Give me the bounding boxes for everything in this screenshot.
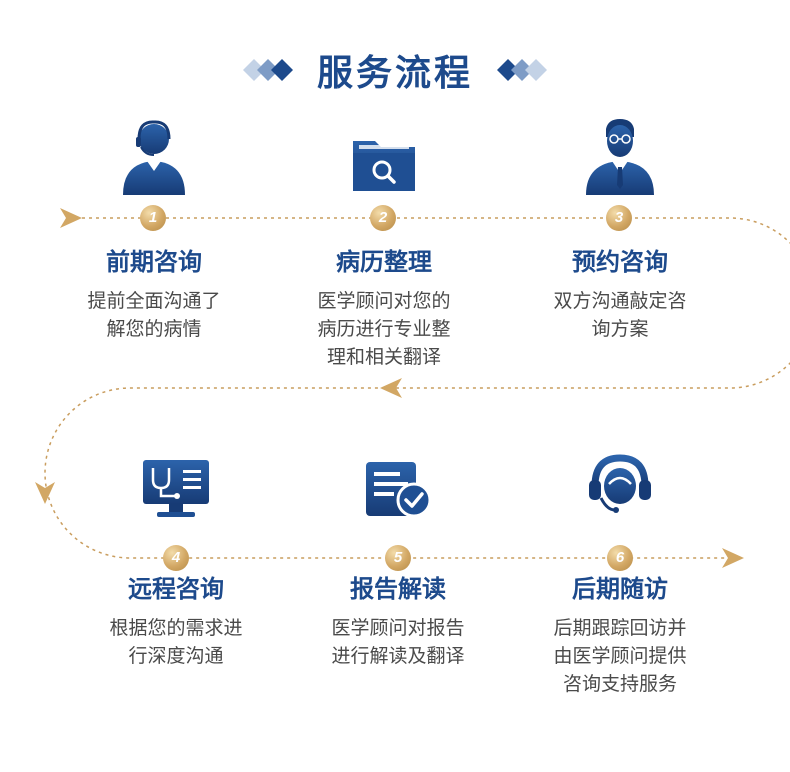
step-title: 后期随访	[572, 575, 668, 603]
step-description: 根据您的需求进 行深度沟通	[109, 617, 243, 667]
step-title: 报告解读	[350, 575, 446, 603]
step-description: 提前全面沟通了 解您的病情	[87, 290, 221, 340]
step-title: 远程咨询	[128, 575, 224, 603]
stethoscope-monitor-icon	[66, 440, 286, 520]
mid-arrow-down	[35, 482, 55, 504]
step-4: 远程咨询 根据您的需求进 行深度沟通	[66, 440, 286, 670]
doctor-icon	[510, 115, 730, 195]
step-number-badge: 4	[163, 545, 189, 571]
customer-service-agent-icon	[44, 115, 264, 195]
step-6: 后期随访 后期跟踪回访并 由医学顾问提供 咨询支持服务	[510, 440, 730, 698]
step-title: 前期咨询	[106, 248, 202, 276]
step-number-badge: 5	[385, 545, 411, 571]
end-arrow	[722, 548, 744, 568]
step-title: 病历整理	[336, 248, 432, 276]
page-header: 服务流程	[0, 42, 790, 98]
step-description: 双方沟通敲定咨 询方案	[553, 290, 687, 340]
step-description: 医学顾问对报告 进行解读及翻译	[331, 617, 465, 667]
step-2: 病历整理 医学顾问对您的 病历进行专业整 理和相关翻译	[274, 115, 494, 371]
step-5: 报告解读 医学顾问对报告 进行解读及翻译	[288, 440, 508, 670]
start-arrow	[60, 208, 82, 228]
step-number-badge: 6	[607, 545, 633, 571]
step-number-badge: 2	[370, 205, 396, 231]
diamond-decor-right-icon	[495, 57, 557, 83]
step-3: 预约咨询 双方沟通敲定咨 询方案	[510, 115, 730, 343]
headset-support-icon	[510, 440, 730, 520]
step-description: 后期跟踪回访并 由医学顾问提供 咨询支持服务	[553, 617, 687, 695]
step-number-badge: 1	[140, 205, 166, 231]
folder-search-icon	[274, 115, 494, 195]
mid-arrow-left	[380, 378, 402, 398]
step-1: 前期咨询 提前全面沟通了 解您的病情	[44, 115, 264, 343]
page-title: 服务流程	[316, 53, 473, 94]
step-description: 医学顾问对您的 病历进行专业整 理和相关翻译	[317, 290, 451, 368]
step-title: 预约咨询	[572, 248, 668, 276]
diamond-decor-left-icon	[233, 57, 295, 83]
step-number-badge: 3	[606, 205, 632, 231]
report-check-icon	[288, 440, 508, 520]
